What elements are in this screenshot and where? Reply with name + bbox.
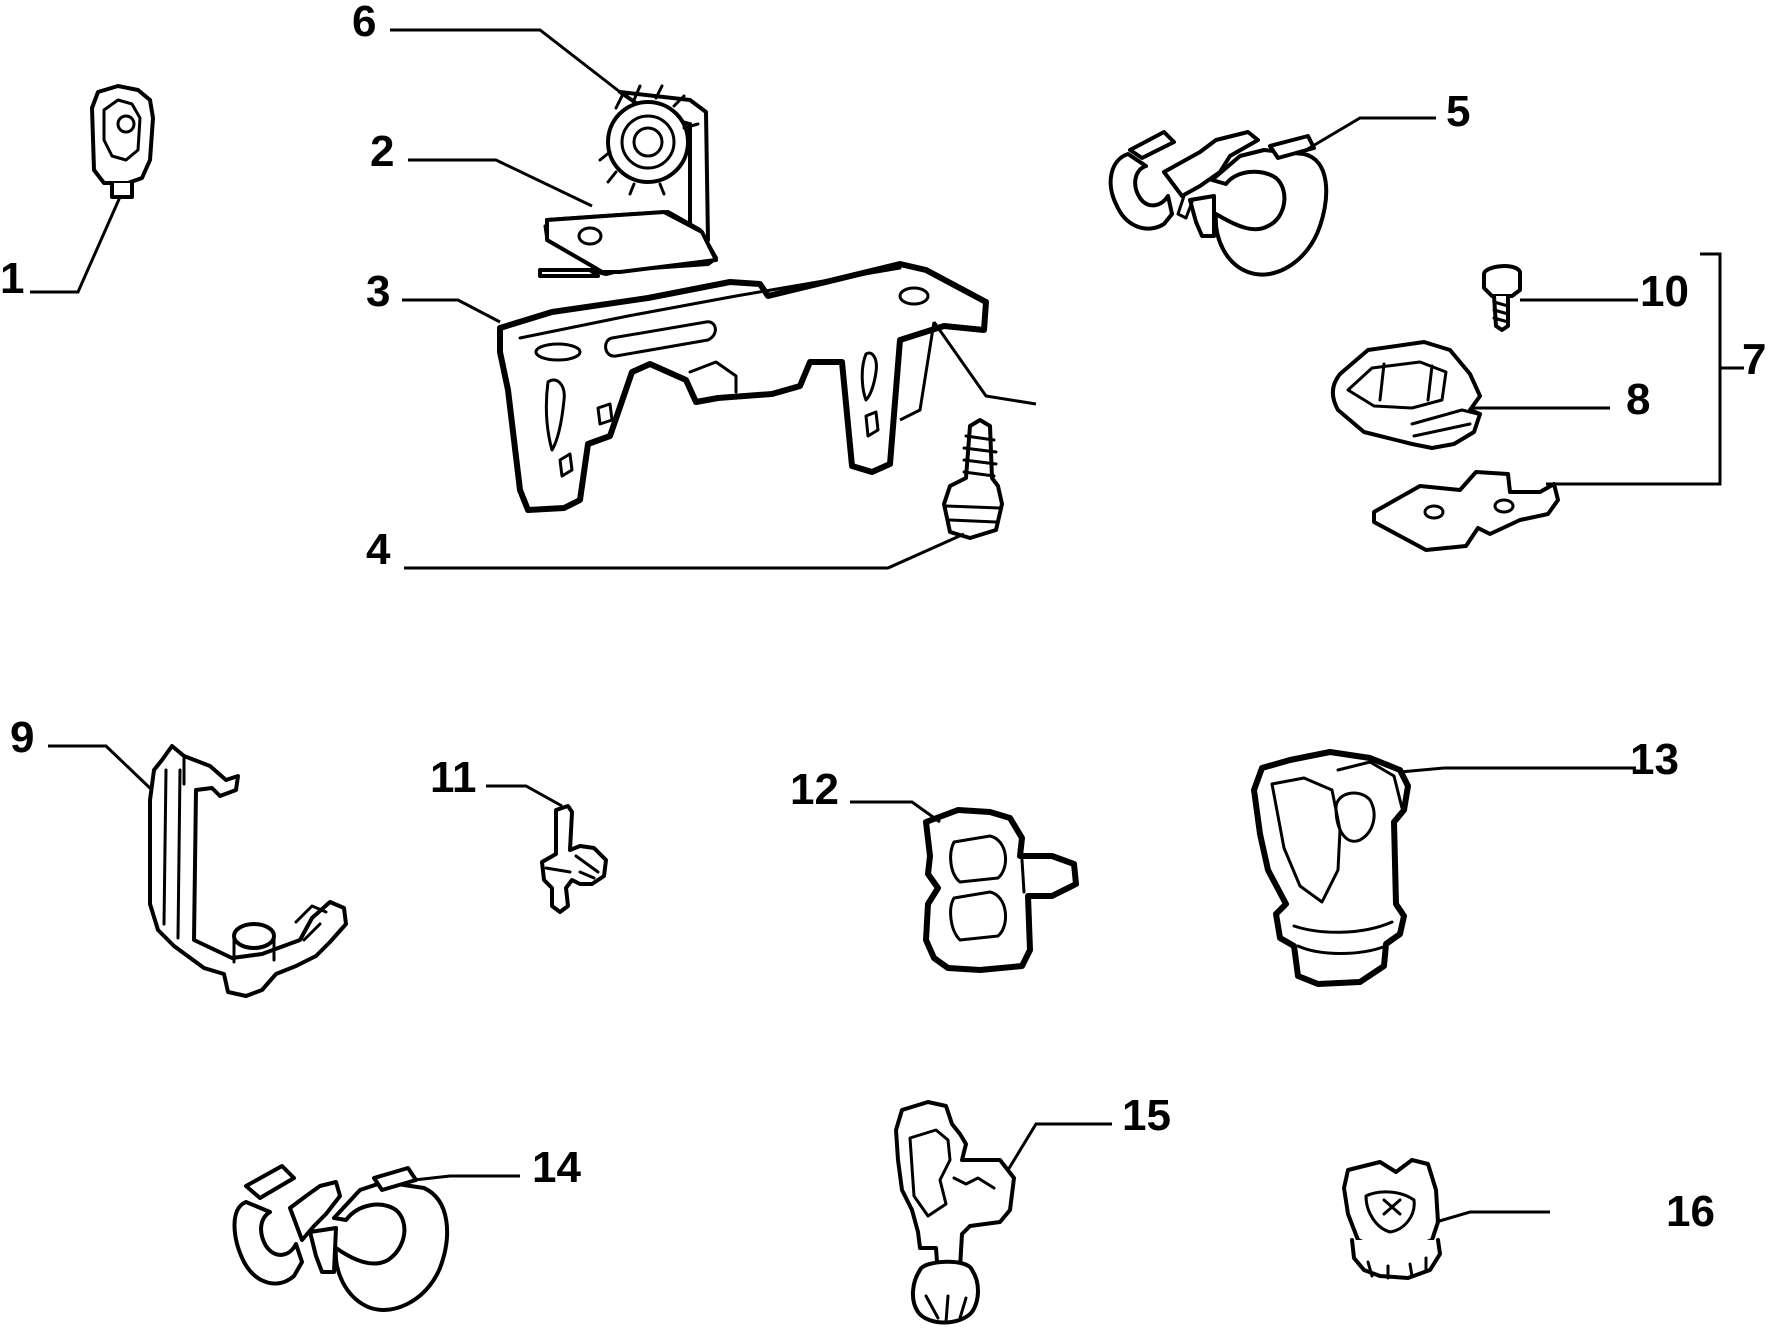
callout-4: 4: [366, 525, 391, 574]
callout-14: 14: [532, 1143, 581, 1192]
callout-2: 2: [370, 127, 394, 176]
part-15-push-clip: [894, 1100, 1112, 1325]
callout-8: 8: [1626, 375, 1650, 424]
callout-13: 13: [1630, 735, 1679, 784]
callout-1: 1: [0, 254, 24, 303]
part-3-mounting-bracket: [402, 261, 1037, 513]
callout-11: 11: [430, 753, 477, 802]
part-5-double-clip: [1108, 116, 1436, 277]
callout-16: 16: [1666, 1187, 1715, 1236]
part-10-bolt: [1482, 264, 1638, 332]
part-12-block-clip: [850, 800, 1079, 973]
callout-6: 6: [352, 0, 376, 46]
part-4-stud: [404, 418, 1004, 570]
callout-7: 7: [1742, 335, 1766, 384]
callout-3: 3: [366, 267, 390, 316]
part-7-plate: [1372, 252, 1744, 552]
callout-15: 15: [1122, 1091, 1171, 1140]
part-2-bracket: [408, 158, 718, 278]
part-13-push-clip: [1251, 749, 1636, 987]
callout-10: 10: [1640, 267, 1689, 316]
part-14-double-clip: [232, 1164, 520, 1312]
part-1-clip: [30, 84, 155, 294]
part-11-small-clip: [486, 784, 608, 914]
callout-5: 5: [1446, 87, 1470, 136]
callout-9: 9: [10, 713, 34, 762]
part-9-clip: [48, 744, 348, 998]
part-16-push-clip: [1342, 1158, 1550, 1280]
part-8-clip: [1331, 340, 1610, 450]
callout-12: 12: [790, 765, 839, 814]
